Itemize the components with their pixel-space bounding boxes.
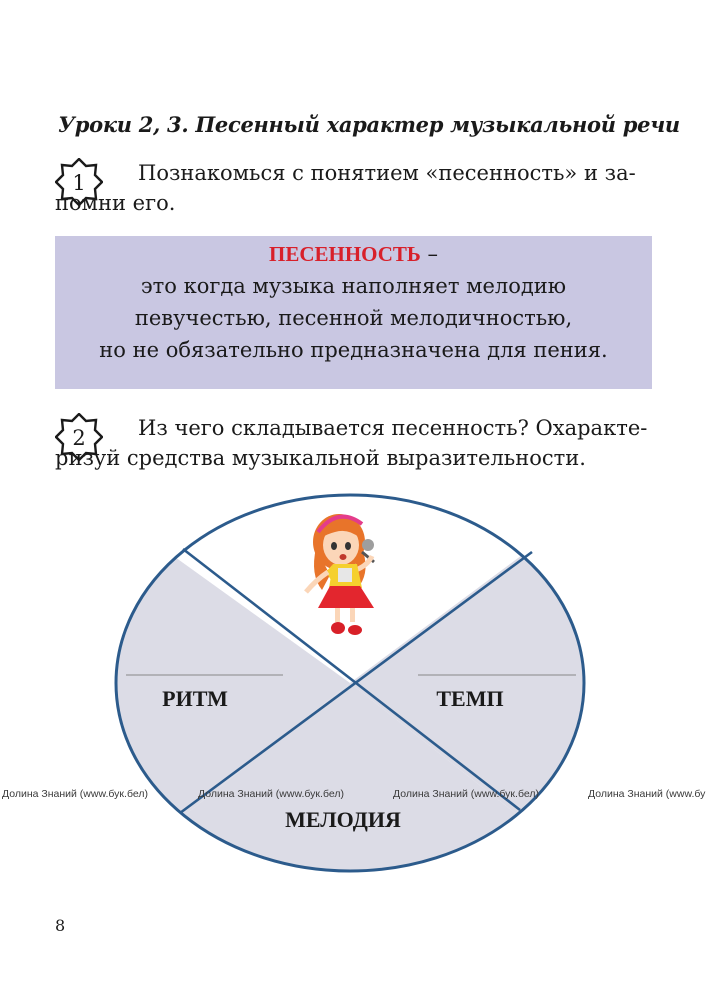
definition-dash: – xyxy=(420,242,439,266)
watermark-1: Долина Знаний (www.бук.бел) xyxy=(2,788,148,800)
watermark-3: Долина Знаний (www.бук.бел) xyxy=(393,788,539,800)
definition-line-2: певучестью, песенной мелодичностью, xyxy=(134,306,573,330)
diagram-outline xyxy=(114,493,586,873)
definition-line-3: но не обязательно предназначена для пени… xyxy=(99,338,608,362)
definition-line-1: это когда музыка наполняет мелодию xyxy=(140,274,567,298)
page-number: 8 xyxy=(55,916,66,935)
task-1-text: Познакомься с понятием «песенность» и за… xyxy=(55,158,650,218)
task-1-line-1: Познакомься с понятием «песенность» и за… xyxy=(138,161,636,185)
expressive-means-diagram xyxy=(114,493,586,873)
task-number-badge-1: 1 xyxy=(55,158,103,206)
watermark-4: Долина Знаний (www.бук.бел) xyxy=(588,788,706,800)
label-tempo: ТЕМП xyxy=(436,686,504,711)
definition-heading: ПЕСЕННОСТЬ – xyxy=(55,242,652,267)
divider-line-1 xyxy=(182,547,521,812)
segment-left xyxy=(116,503,350,871)
singing-girl-illustration xyxy=(304,514,375,635)
definition-box: ПЕСЕННОСТЬ – это когда музыка наполняет … xyxy=(55,236,652,389)
lesson-heading: Уроки 2, 3. Песенный характер музыкально… xyxy=(58,112,680,137)
definition-term: ПЕСЕННОСТЬ xyxy=(268,242,421,266)
label-rhythm: РИТМ xyxy=(162,686,228,711)
label-melody: МЕЛОДИЯ xyxy=(285,807,401,832)
task-2-text: Из чего складывается песенность? Охаракт… xyxy=(55,413,650,473)
task-2-line-1: Из чего складывается песенность? Охаракт… xyxy=(138,416,648,440)
task-2-line-2: ризуй средства музыкальной выразительнос… xyxy=(55,446,586,470)
watermark-2: Долина Знаний (www.бук.бел) xyxy=(198,788,344,800)
task-1-line-2: помни его. xyxy=(55,191,176,215)
task-number-1: 1 xyxy=(72,171,85,195)
task-number-badge-2: 2 xyxy=(55,413,103,461)
segment-right xyxy=(350,497,584,871)
divider-line-2 xyxy=(179,550,533,815)
task-number-2: 2 xyxy=(72,426,85,450)
